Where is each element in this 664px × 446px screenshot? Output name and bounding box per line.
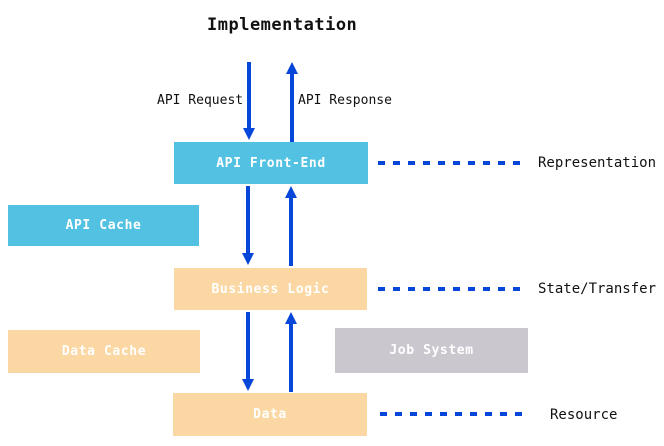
arrow-line [289, 197, 293, 266]
arrow-line [246, 186, 250, 254]
arrow-line [289, 323, 293, 392]
arrow-up-business-to-frontend [285, 186, 298, 266]
arrow-head-up-icon [285, 186, 297, 198]
layer-label-resource: Resource [550, 407, 618, 423]
api-request-label: API Request [157, 93, 244, 108]
arrow-head-down-icon [242, 253, 254, 265]
box-job-system-label: Job System [389, 343, 474, 358]
arrow-line [290, 73, 294, 142]
box-data-cache: Data Cache [8, 330, 200, 373]
layer-label-state-transfer: State/Transfer [538, 281, 657, 297]
api-response-label: API Response [298, 93, 392, 108]
arrow-head-up-icon [286, 62, 298, 74]
arrow-line [247, 62, 251, 129]
box-business-logic-label: Business Logic [211, 281, 330, 297]
arrow-line [246, 312, 250, 380]
arrow-head-down-icon [242, 379, 254, 391]
arrow-up-frontend-to-implementation [286, 62, 299, 142]
box-job-system: Job System [335, 328, 528, 373]
dashed-line-state-transfer [378, 287, 527, 291]
dashed-line-resource [380, 412, 523, 416]
arrow-down-frontend-to-business [242, 186, 255, 265]
box-data: Data [173, 393, 367, 436]
box-api-front-end-label: API Front-End [216, 155, 326, 171]
arrow-down-business-to-data [242, 312, 255, 391]
box-api-cache: API Cache [8, 205, 199, 246]
box-data-label: Data [253, 407, 287, 422]
arrow-head-up-icon [285, 312, 297, 324]
box-api-front-end: API Front-End [174, 142, 368, 184]
layer-label-representation: Representation [538, 155, 657, 171]
box-data-cache-label: Data Cache [61, 344, 147, 359]
arrow-up-data-to-business [285, 312, 298, 392]
box-api-cache-label: API Cache [65, 218, 142, 233]
diagram-title: Implementation [207, 15, 358, 35]
arrow-down-implementation-to-frontend [243, 62, 256, 140]
box-business-logic: Business Logic [174, 268, 367, 310]
dashed-line-representation [378, 161, 527, 165]
arrow-head-down-icon [243, 128, 255, 140]
